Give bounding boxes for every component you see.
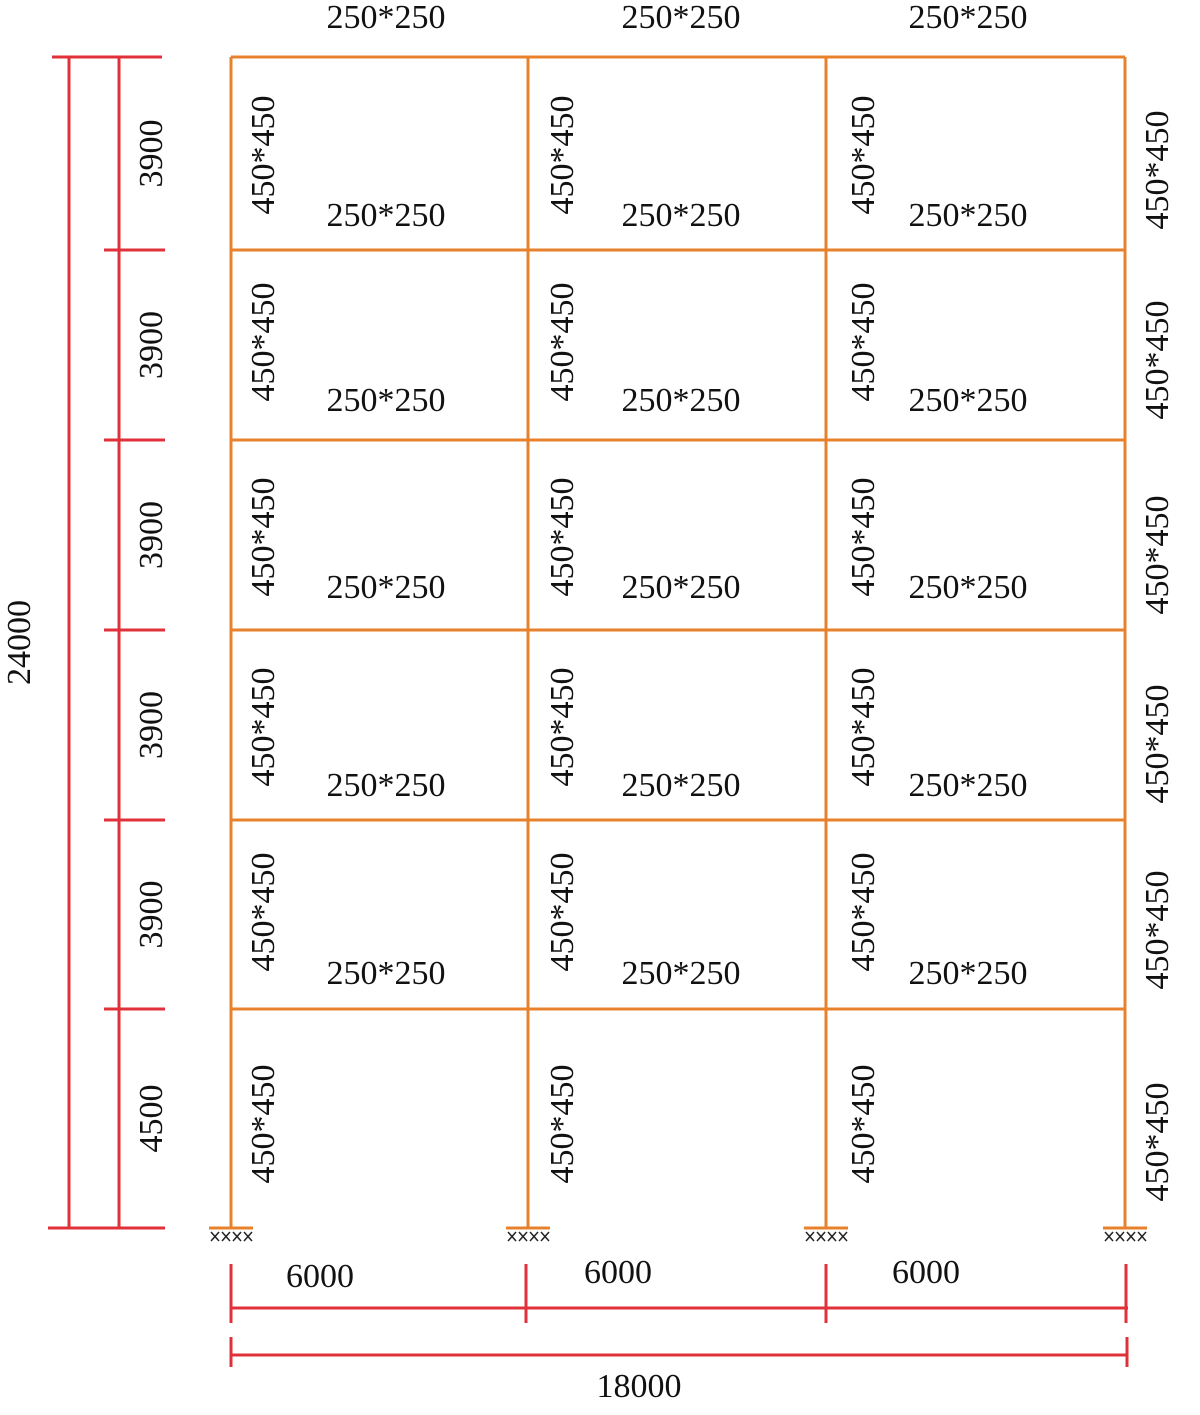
story-height-label: 3900 — [133, 311, 170, 379]
beam-section-label: 250*250 — [909, 0, 1028, 36]
beam-section-label: 250*250 — [622, 569, 741, 606]
beam-section-label: 250*250 — [909, 382, 1028, 419]
beam-section-label: 250*250 — [622, 197, 741, 234]
column-section-label: 450*450 — [544, 668, 581, 787]
support-hatch — [529, 1231, 539, 1242]
column-section-label: 450*450 — [1139, 871, 1176, 990]
beam-section-label: 250*250 — [327, 197, 446, 234]
column-section-label: 450*450 — [245, 96, 282, 215]
column-section-label: 450*450 — [845, 668, 882, 787]
story-height-label: 3900 — [133, 881, 170, 949]
beam-section-label: 250*250 — [327, 569, 446, 606]
beam-section-label: 250*250 — [622, 767, 741, 804]
column-section-label: 450*450 — [544, 478, 581, 597]
support-hatch — [827, 1231, 837, 1242]
column-section-label: 450*450 — [845, 96, 882, 215]
story-height-label: 4500 — [133, 1085, 170, 1153]
fixed-supports — [209, 1226, 1147, 1242]
support-hatch — [805, 1231, 815, 1242]
beam-section-label: 250*250 — [909, 955, 1028, 992]
beam-section-label: 250*250 — [327, 382, 446, 419]
fixed-support — [804, 1226, 848, 1242]
column-section-label: 450*450 — [544, 853, 581, 972]
story-height-label: 3900 — [133, 120, 170, 188]
support-hatch — [232, 1231, 242, 1242]
column-section-label: 450*450 — [1139, 111, 1176, 230]
support-hatch — [816, 1231, 826, 1242]
column-section-label: 450*450 — [1139, 1083, 1176, 1202]
column-section-label: 450*450 — [245, 283, 282, 402]
support-hatch — [1104, 1231, 1114, 1242]
support-hatch — [1126, 1231, 1136, 1242]
column-section-label: 450*450 — [544, 1065, 581, 1184]
column-section-label: 450*450 — [1139, 496, 1176, 615]
column-section-label: 450*450 — [544, 96, 581, 215]
bay-width-label: 6000 — [892, 1254, 960, 1291]
beam-section-label: 250*250 — [327, 0, 446, 36]
support-hatch — [540, 1231, 550, 1242]
column-section-label: 450*450 — [544, 283, 581, 402]
total-width-label: 18000 — [597, 1368, 682, 1405]
support-hatch — [838, 1231, 848, 1242]
column-section-label: 450*450 — [245, 853, 282, 972]
column-section-label: 450*450 — [1139, 301, 1176, 420]
fixed-support — [506, 1226, 550, 1242]
total-height-label: 24000 — [1, 600, 38, 685]
column-section-label: 450*450 — [845, 283, 882, 402]
support-hatch — [507, 1231, 517, 1242]
beam-section-label: 250*250 — [622, 0, 741, 36]
dimension-labels: 3900 3900 3900 3900 3900 4500 24000 6000 6000 600… — [1, 120, 960, 1405]
beam-section-label: 250*250 — [327, 767, 446, 804]
support-hatch — [243, 1231, 253, 1242]
column-section-label: 450*450 — [245, 478, 282, 597]
beam-section-label: 250*250 — [327, 955, 446, 992]
support-hatch — [1115, 1231, 1125, 1242]
column-section-label: 450*450 — [245, 1065, 282, 1184]
column-section-label: 450*450 — [1139, 685, 1176, 804]
beam-section-label: 250*250 — [622, 955, 741, 992]
column-section-label: 450*450 — [245, 668, 282, 787]
beam-section-label: 250*250 — [909, 569, 1028, 606]
fixed-support — [209, 1226, 253, 1242]
beam-section-label: 250*250 — [909, 197, 1028, 234]
support-hatch — [518, 1231, 528, 1242]
bay-width-label: 6000 — [584, 1254, 652, 1291]
column-section-label: 450*450 — [845, 853, 882, 972]
dimension-lines — [48, 55, 1129, 1367]
beam-section-label: 250*250 — [622, 382, 741, 419]
story-height-label: 3900 — [133, 501, 170, 569]
frame-members — [229, 55, 1127, 1228]
column-section-label: 450*450 — [845, 1065, 882, 1184]
column-section-label: 450*450 — [845, 478, 882, 597]
fixed-support — [1103, 1226, 1147, 1242]
story-height-label: 3900 — [133, 691, 170, 759]
section-labels: 250*250 250*250 250*250 250*250 250*250 250*2… — [245, 0, 1176, 1202]
bay-width-label: 6000 — [286, 1258, 354, 1295]
support-hatch — [221, 1231, 231, 1242]
support-hatch — [210, 1231, 220, 1242]
support-hatch — [1137, 1231, 1147, 1242]
beam-section-label: 250*250 — [909, 767, 1028, 804]
